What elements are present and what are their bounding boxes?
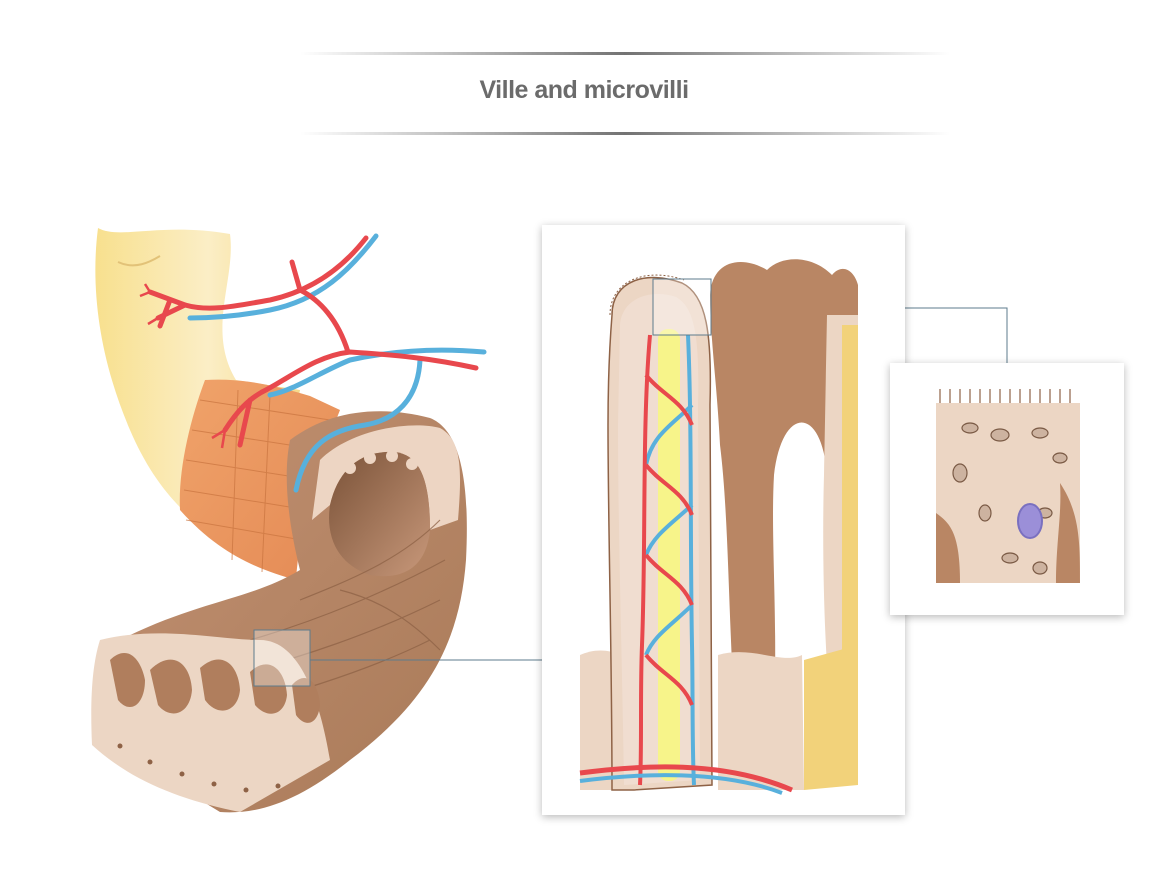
capillary-vein <box>644 334 696 786</box>
villus-zoom-box <box>652 278 712 336</box>
villus-panel <box>542 225 905 815</box>
segment-zoom-box <box>253 629 311 687</box>
intestine-villi-section <box>91 633 330 812</box>
capillary-artery <box>638 334 694 786</box>
nucleus <box>1017 503 1043 539</box>
mesenteric-veins <box>187 233 487 493</box>
enterocyte-cell <box>936 403 1080 583</box>
intestine-cut-wall <box>312 425 461 530</box>
diagram-title: Ville and microvilli <box>479 76 689 104</box>
intestine-muscle-layer <box>179 379 340 580</box>
intestine-mucosa <box>101 411 467 813</box>
enterocyte-panel <box>890 363 1124 615</box>
cell-border-left <box>936 513 960 583</box>
base-artery <box>579 764 793 793</box>
villus-illustration <box>579 259 858 795</box>
intestine-lumen <box>329 451 430 577</box>
neighbor-villus <box>710 259 858 772</box>
top-divider <box>300 52 950 55</box>
mesenteric-arteries <box>147 235 479 448</box>
base-vein <box>579 773 783 795</box>
lacteal <box>658 329 680 781</box>
cell-border-right <box>1056 483 1080 583</box>
enterocyte-illustration <box>936 389 1080 583</box>
intestine-serosa <box>95 228 300 560</box>
bottom-divider <box>300 132 950 135</box>
